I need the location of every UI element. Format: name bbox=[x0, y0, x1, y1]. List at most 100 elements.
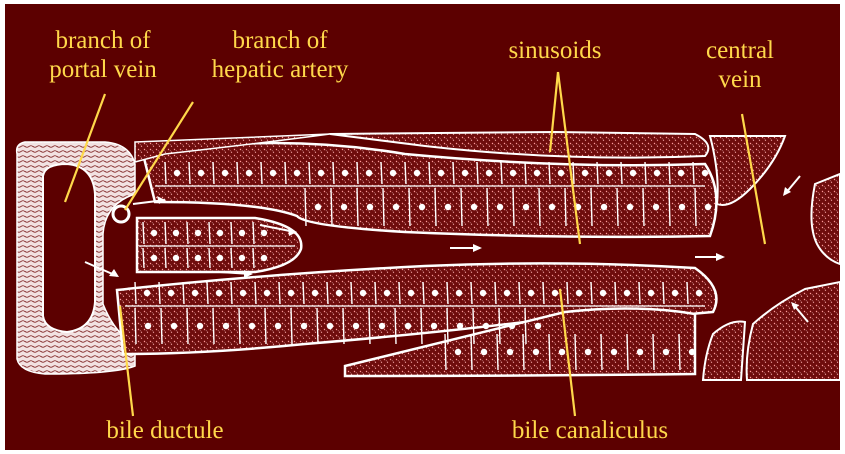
cell-nucleus bbox=[217, 255, 223, 261]
cell-wall bbox=[473, 308, 474, 344]
cell-wall bbox=[421, 308, 422, 344]
cell-nucleus bbox=[249, 323, 255, 329]
cell-wall bbox=[615, 282, 616, 304]
cell-wall bbox=[445, 334, 446, 370]
cell-nucleus bbox=[528, 290, 534, 296]
cell-wall bbox=[525, 308, 526, 344]
cell-nucleus bbox=[195, 255, 201, 261]
cell-nucleus bbox=[151, 255, 157, 261]
cell-wall bbox=[591, 188, 592, 226]
cell-wall bbox=[453, 162, 454, 184]
cell-wall bbox=[253, 248, 254, 268]
portal-vein-label: branch of portal vein bbox=[23, 26, 183, 84]
cell-nucleus bbox=[318, 170, 324, 176]
cell-wall bbox=[209, 248, 210, 268]
cell-nucleus bbox=[419, 204, 425, 210]
cell-wall bbox=[331, 188, 332, 226]
cell-wall bbox=[351, 282, 352, 304]
cell-wall bbox=[213, 162, 214, 184]
cell-nucleus bbox=[197, 323, 203, 329]
bile-ductule-label-text: bile ductule bbox=[65, 416, 265, 445]
cell-nucleus bbox=[151, 230, 157, 236]
cell-wall bbox=[317, 308, 318, 344]
cell-wall bbox=[165, 222, 166, 244]
cell-wall bbox=[189, 162, 190, 184]
cell-wall bbox=[327, 282, 328, 304]
cell-wall bbox=[279, 282, 280, 304]
cell-nucleus bbox=[534, 170, 540, 176]
cell-wall bbox=[213, 308, 214, 344]
cell-wall bbox=[231, 282, 232, 304]
cell-nucleus bbox=[672, 290, 678, 296]
cell-nucleus bbox=[630, 170, 636, 176]
cell-wall bbox=[687, 282, 688, 304]
cell-wall bbox=[285, 162, 286, 184]
cell-wall bbox=[187, 308, 188, 344]
cell-nucleus bbox=[600, 290, 606, 296]
cell-wall bbox=[461, 188, 462, 226]
cell-nucleus bbox=[217, 230, 223, 236]
cell-wall bbox=[357, 188, 358, 226]
cell-nucleus bbox=[145, 323, 151, 329]
cell-wall bbox=[187, 248, 188, 268]
cell-wall bbox=[573, 162, 574, 184]
bile-ductule-label: bile ductule bbox=[65, 416, 265, 445]
cell-wall bbox=[621, 162, 622, 184]
cell-wall bbox=[161, 308, 162, 344]
cell-nucleus bbox=[523, 204, 529, 210]
cell-wall bbox=[429, 162, 430, 184]
cell-nucleus bbox=[679, 204, 685, 210]
cell-nucleus bbox=[637, 349, 643, 355]
cell-wall bbox=[165, 162, 166, 184]
cell-wall bbox=[435, 188, 436, 226]
cell-wall bbox=[627, 334, 628, 370]
sinusoids-label-text: sinusoids bbox=[475, 36, 635, 65]
cell-wall bbox=[333, 162, 334, 184]
cell-nucleus bbox=[653, 204, 659, 210]
cell-wall bbox=[375, 282, 376, 304]
cell-wall bbox=[383, 188, 384, 226]
cell-nucleus bbox=[471, 204, 477, 210]
cell-nucleus bbox=[261, 230, 267, 236]
cell-nucleus bbox=[576, 290, 582, 296]
cell-nucleus bbox=[606, 170, 612, 176]
cell-wall bbox=[255, 282, 256, 304]
cell-nucleus bbox=[486, 170, 492, 176]
cell-nucleus bbox=[173, 230, 179, 236]
cell-nucleus bbox=[222, 170, 228, 176]
cell-nucleus bbox=[497, 204, 503, 210]
cell-nucleus bbox=[585, 349, 591, 355]
central-vein-label: central vein bbox=[670, 36, 810, 94]
cell-wall bbox=[309, 162, 310, 184]
hepatocyte-plates bbox=[117, 132, 840, 380]
cell-wall bbox=[653, 334, 654, 370]
cell-wall bbox=[357, 162, 358, 184]
cell-nucleus bbox=[366, 170, 372, 176]
cell-wall bbox=[261, 162, 262, 184]
cell-wall bbox=[495, 282, 496, 304]
bile-canaliculus-label: bile canaliculus bbox=[475, 416, 705, 445]
cell-nucleus bbox=[173, 255, 179, 261]
cell-nucleus bbox=[431, 323, 437, 329]
right-lower-cluster bbox=[703, 322, 745, 381]
flow-arrow-icon bbox=[695, 253, 725, 261]
cell-wall bbox=[695, 188, 696, 226]
hepatic-artery-label-line-2: hepatic artery bbox=[180, 55, 380, 84]
cell-nucleus bbox=[315, 204, 321, 210]
cell-nucleus bbox=[438, 170, 444, 176]
cell-nucleus bbox=[390, 170, 396, 176]
cell-wall bbox=[183, 282, 184, 304]
flow-arrow-icon bbox=[783, 176, 800, 196]
cell-nucleus bbox=[559, 349, 565, 355]
cell-wall bbox=[405, 162, 406, 184]
cell-wall bbox=[543, 282, 544, 304]
cell-wall bbox=[187, 222, 188, 244]
cell-nucleus bbox=[462, 170, 468, 176]
cell-wall bbox=[423, 282, 424, 304]
cell-wall bbox=[369, 308, 370, 344]
cell-nucleus bbox=[481, 349, 487, 355]
portal-vein-label-line-1: branch of bbox=[23, 26, 183, 55]
cell-wall bbox=[567, 282, 568, 304]
cell-nucleus bbox=[445, 204, 451, 210]
cell-wall bbox=[395, 308, 396, 344]
